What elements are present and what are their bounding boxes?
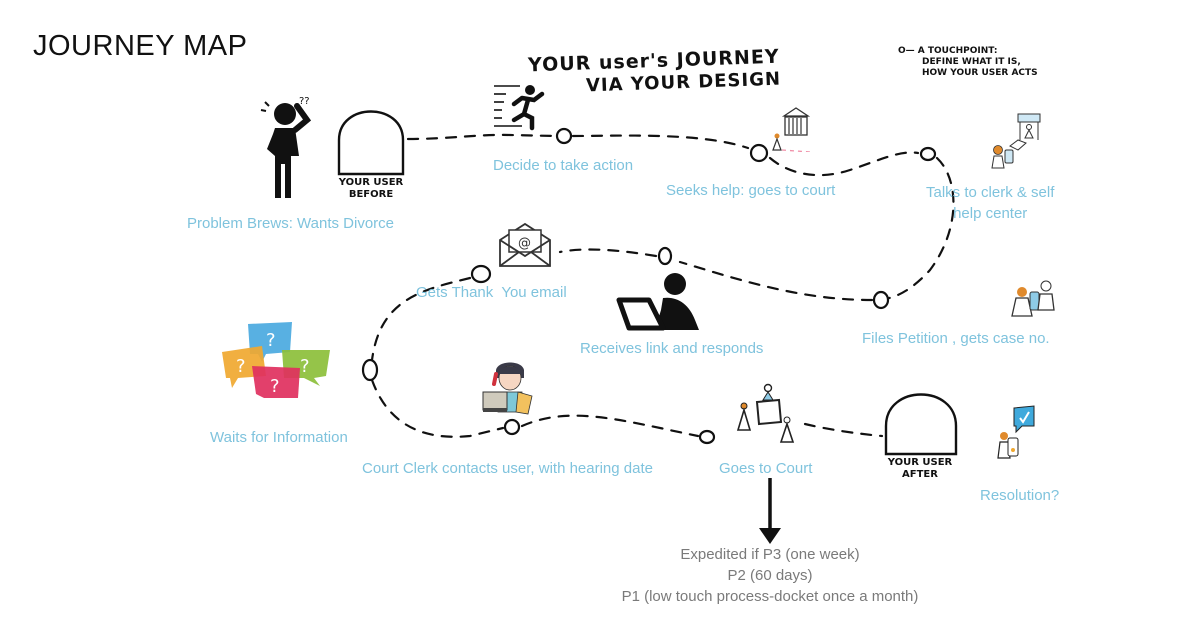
path-segment — [520, 414, 700, 438]
user-after-box — [884, 393, 958, 456]
touchpoint-legend: O— A TOUCHPOINT: DEFINE WHAT IT IS, HOW … — [898, 46, 1038, 79]
person-laptop-icon — [616, 273, 699, 331]
step-label-goes-to-court: Goes to Court — [719, 460, 813, 477]
step-label-resolution: Resolution? — [980, 487, 1060, 504]
touchpoint-thank-you-email — [470, 264, 492, 284]
legend-line2: DEFINE WHAT IT IS, — [922, 57, 1021, 67]
step-label-talks-clerk: Talks to clerk & self help center — [926, 182, 1054, 224]
user-after-line1: YOUR USER — [887, 457, 953, 468]
step-label-seeks-help: Seeks help: goes to court — [666, 182, 836, 199]
step-label-receives-link: Receives link and responds — [580, 340, 764, 357]
step-label-thank-you-email: Gets Thank You email — [416, 284, 567, 301]
clerk-kiosk-icon — [991, 113, 1041, 169]
step-label-talks-clerk-line2: help center — [953, 205, 1028, 222]
courthouse-icon — [772, 107, 811, 152]
touchpoint-files-petition — [872, 290, 890, 310]
step-label-waits: Waits for Information — [210, 429, 348, 446]
step-label-files-petition: Files Petition , gets case no. — [862, 330, 1050, 347]
user-before-line1: YOUR USER — [338, 177, 404, 188]
court-hearing-icon — [736, 383, 795, 443]
email-icon: @ — [499, 222, 551, 267]
legend-line3: HOW YOUR USER ACTS — [922, 68, 1038, 78]
filing-petition-icon — [1011, 280, 1055, 317]
step-label-problem-brews: Problem Brews: Wants Divorce — [187, 215, 394, 232]
user-after-line2: AFTER — [902, 469, 938, 480]
page-title: JOURNEY MAP — [33, 30, 248, 62]
touchpoint-seeks-help — [749, 143, 769, 163]
user-before-line2: BEFORE — [348, 189, 394, 200]
path-segment — [678, 260, 874, 302]
step-label-clerk-contacts: Court Clerk contacts user, with hearing … — [362, 460, 653, 477]
path-segment — [571, 134, 750, 150]
court-outcomes-note: Expedited if P3 (one week) P2 (60 days) … — [570, 544, 970, 607]
path-segment — [558, 248, 658, 258]
user-before-box — [337, 110, 405, 176]
path-segment — [803, 422, 884, 438]
path-segment — [370, 276, 472, 362]
outcome-arrow-head — [759, 528, 781, 544]
svg-text:@: @ — [518, 236, 531, 251]
touchpoint-waits — [361, 358, 379, 382]
confused-person-icon: ?? — [260, 96, 312, 198]
svg-text:??: ?? — [299, 96, 310, 107]
touchpoint-goes-to-court — [698, 429, 716, 445]
touchpoint-talks-clerk — [919, 146, 937, 162]
svg-text:?: ? — [266, 330, 276, 351]
step-label-talks-clerk-line1: Talks to clerk & self — [926, 184, 1055, 201]
outcome-p3: Expedited if P3 (one week) — [680, 546, 860, 563]
outcome-p2: P2 (60 days) — [727, 567, 813, 584]
path-segment — [768, 151, 920, 177]
user-before-label: YOUR USER BEFORE — [334, 177, 408, 201]
resolution-check-icon — [997, 405, 1035, 459]
clerk-phone-icon — [482, 362, 533, 415]
running-person-icon — [494, 85, 545, 131]
svg-text:?: ? — [300, 356, 310, 377]
legend-symbol: O— — [898, 46, 915, 56]
step-label-decide: Decide to take action — [493, 157, 634, 174]
path-segment — [370, 378, 505, 438]
question-bubbles-icon: ???? — [222, 322, 330, 398]
touchpoint-receives-link — [657, 246, 673, 266]
svg-text:?: ? — [236, 356, 246, 377]
touchpoint-decide — [555, 127, 573, 145]
path-segment — [883, 156, 955, 301]
svg-text:?: ? — [270, 376, 280, 397]
legend-line1: A TOUCHPOINT: — [917, 46, 998, 56]
user-after-label: YOUR USER AFTER — [880, 457, 960, 481]
touchpoint-clerk-contacts — [503, 418, 521, 436]
path-segment — [406, 133, 557, 141]
outcome-p1: P1 (low touch process-docket once a mont… — [621, 588, 919, 605]
